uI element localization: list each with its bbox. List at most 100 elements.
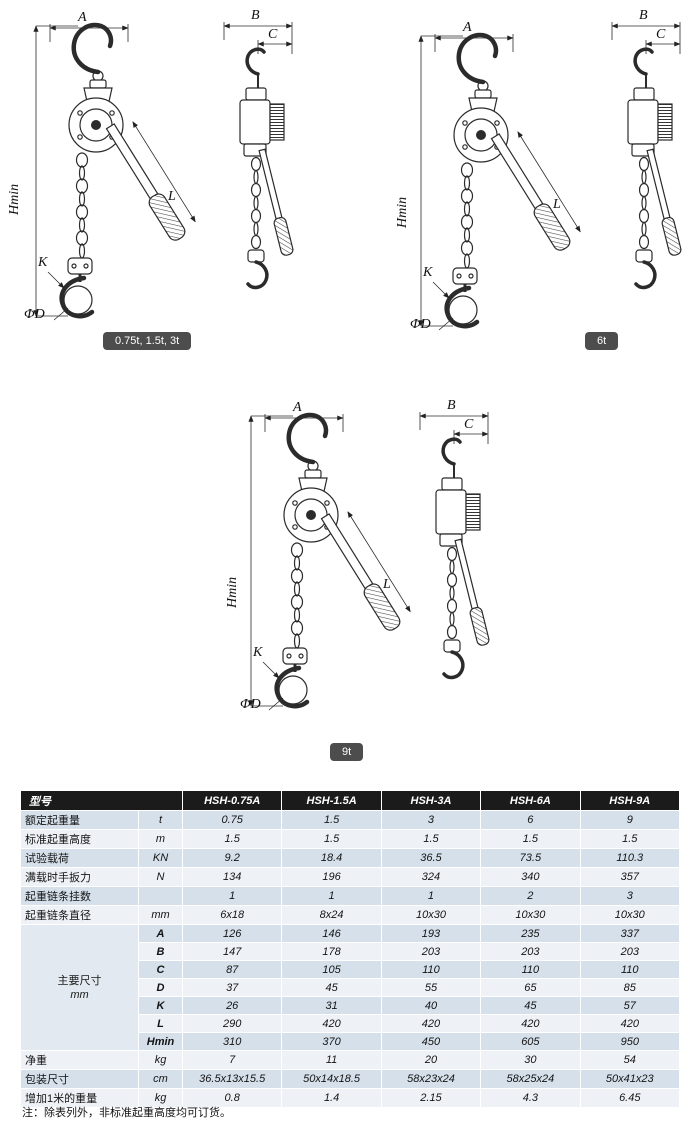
row-value: 605 bbox=[480, 1032, 581, 1051]
row-value: 30 bbox=[480, 1050, 581, 1070]
dim-label-k: K bbox=[423, 265, 433, 280]
row-unit: cm bbox=[138, 1069, 183, 1089]
dim-label-c: C bbox=[268, 27, 278, 42]
dim-label-b: B bbox=[251, 8, 260, 23]
dim-label-k: K bbox=[253, 645, 263, 660]
dim-letter: C bbox=[138, 960, 183, 979]
capacity-badge-6t: 6t bbox=[585, 332, 619, 350]
row-value: 370 bbox=[281, 1032, 382, 1051]
row-value: 203 bbox=[380, 942, 482, 961]
row-value: 196 bbox=[281, 867, 382, 887]
row-value: 420 bbox=[281, 1014, 382, 1033]
row-value: 1 bbox=[281, 886, 382, 906]
row-value: 0.75 bbox=[181, 810, 283, 830]
row-value: 2 bbox=[480, 886, 581, 906]
row-value: 18.4 bbox=[281, 848, 382, 868]
front-view-6t bbox=[421, 34, 583, 330]
row-value: 340 bbox=[480, 867, 581, 887]
row-value: 193 bbox=[380, 924, 482, 943]
row-value: 50x41x23 bbox=[579, 1069, 681, 1089]
row-value: 31 bbox=[281, 996, 382, 1015]
side-view-9t bbox=[420, 412, 490, 677]
row-label: 满载时手扳力 bbox=[20, 867, 139, 887]
row-value: 235 bbox=[480, 924, 581, 943]
dim-label-a: A bbox=[78, 10, 87, 25]
model-name: HSH-0.75A bbox=[181, 790, 283, 811]
dim-letter: L bbox=[138, 1014, 183, 1033]
dim-label-l: L bbox=[383, 577, 391, 592]
row-value: 50x14x18.5 bbox=[281, 1069, 382, 1089]
side-view-6t bbox=[612, 22, 682, 287]
row-value: 7 bbox=[181, 1050, 283, 1070]
row-value: 11 bbox=[281, 1050, 382, 1070]
model-name: HSH-3A bbox=[380, 790, 482, 811]
row-value: 37 bbox=[181, 978, 283, 997]
row-value: 20 bbox=[380, 1050, 482, 1070]
row-value: 110 bbox=[380, 960, 482, 979]
row-value: 450 bbox=[380, 1032, 482, 1051]
row-value: 337 bbox=[579, 924, 681, 943]
row-value: 147 bbox=[181, 942, 283, 961]
row-value: 10x30 bbox=[380, 905, 482, 925]
row-value: 54 bbox=[579, 1050, 681, 1070]
row-unit: m bbox=[138, 829, 183, 849]
dim-label-phid: ΦD bbox=[410, 317, 431, 332]
row-value: 10x30 bbox=[480, 905, 581, 925]
dim-label-hmin: Hmin bbox=[7, 183, 22, 215]
row-label: 净重 bbox=[20, 1050, 139, 1070]
row-unit: N bbox=[138, 867, 183, 887]
side-view-075-15-3t bbox=[224, 22, 294, 287]
row-label: 试验载荷 bbox=[20, 848, 139, 868]
row-value: 4.3 bbox=[480, 1088, 581, 1108]
row-value: 1.5 bbox=[281, 829, 382, 849]
model-name: HSH-6A bbox=[480, 790, 581, 811]
row-value: 85 bbox=[579, 978, 681, 997]
row-value: 6 bbox=[480, 810, 581, 830]
row-unit: kg bbox=[138, 1050, 183, 1070]
row-value: 420 bbox=[480, 1014, 581, 1033]
table-header-row: 型号 HSH-0.75A HSH-1.5A HSH-3A HSH-6A HSH-… bbox=[20, 790, 681, 811]
row-value: 9.2 bbox=[181, 848, 283, 868]
row-value: 146 bbox=[281, 924, 382, 943]
row-value: 420 bbox=[579, 1014, 681, 1033]
row-value: 45 bbox=[480, 996, 581, 1015]
dim-label-a: A bbox=[293, 400, 302, 415]
dim-label-k: K bbox=[38, 255, 48, 270]
row-value: 57 bbox=[579, 996, 681, 1015]
row-value: 45 bbox=[281, 978, 382, 997]
row-value: 55 bbox=[380, 978, 482, 997]
row-value: 40 bbox=[380, 996, 482, 1015]
dim-letter: K bbox=[138, 996, 183, 1015]
row-value: 0.8 bbox=[181, 1088, 283, 1108]
footnote: 注：除表列外，非标准起重高度均可订货。 bbox=[22, 1107, 231, 1119]
row-value: 203 bbox=[579, 942, 681, 961]
row-value: 110.3 bbox=[579, 848, 681, 868]
capacity-badge-small: 0.75t, 1.5t, 3t bbox=[103, 332, 192, 350]
diagram-area: A Hmin L K ΦD B C A Hmin L K ΦD B C A Hm… bbox=[7, 8, 700, 761]
row-value: 1.4 bbox=[281, 1088, 382, 1108]
row-value: 36.5 bbox=[380, 848, 482, 868]
row-value: 126 bbox=[181, 924, 283, 943]
row-label: 起重链条挂数 bbox=[20, 886, 139, 906]
row-label: 额定起重量 bbox=[20, 810, 139, 830]
dim-letter: B bbox=[138, 942, 183, 961]
row-value: 357 bbox=[579, 867, 681, 887]
row-value: 950 bbox=[579, 1032, 681, 1051]
row-unit: KN bbox=[138, 848, 183, 868]
row-value: 1.5 bbox=[380, 829, 482, 849]
dim-label-b: B bbox=[639, 8, 648, 23]
dim-label-phid: ΦD bbox=[240, 697, 261, 712]
row-value: 1.5 bbox=[480, 829, 581, 849]
dim-label-b: B bbox=[447, 398, 456, 413]
front-view-075-15-3t bbox=[36, 24, 198, 320]
row-value: 110 bbox=[579, 960, 681, 979]
front-view-9t bbox=[251, 414, 413, 710]
